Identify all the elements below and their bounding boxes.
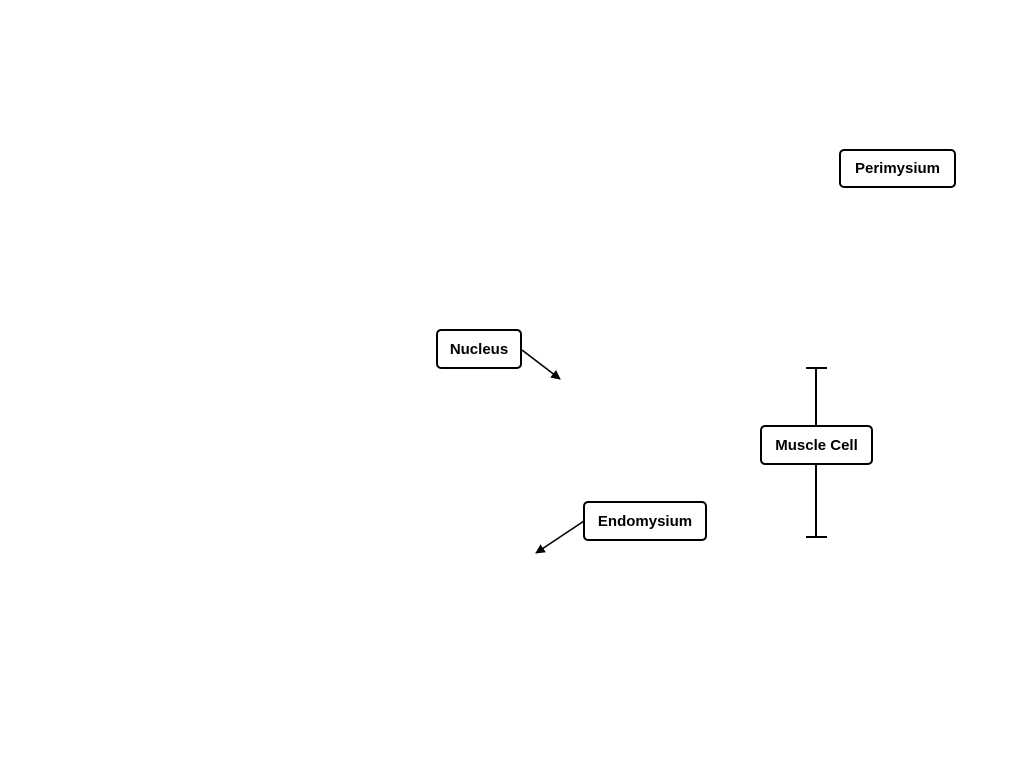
perimysium-text: Perimysium xyxy=(854,160,941,177)
muscle-cell-text: Muscle Cell xyxy=(775,436,858,454)
perimysium-label: Perimysium xyxy=(839,149,956,188)
muscle-cell-label: Muscle Cell xyxy=(760,425,873,465)
nucleus-label: Nucleus xyxy=(436,329,522,369)
endomysium-arrow xyxy=(535,520,585,554)
nucleus-text: Nucleus xyxy=(449,340,509,358)
endomysium-label: Endomysium xyxy=(583,501,707,541)
endomysium-text: Endomysium xyxy=(597,512,693,530)
nucleus-arrow xyxy=(521,349,561,380)
